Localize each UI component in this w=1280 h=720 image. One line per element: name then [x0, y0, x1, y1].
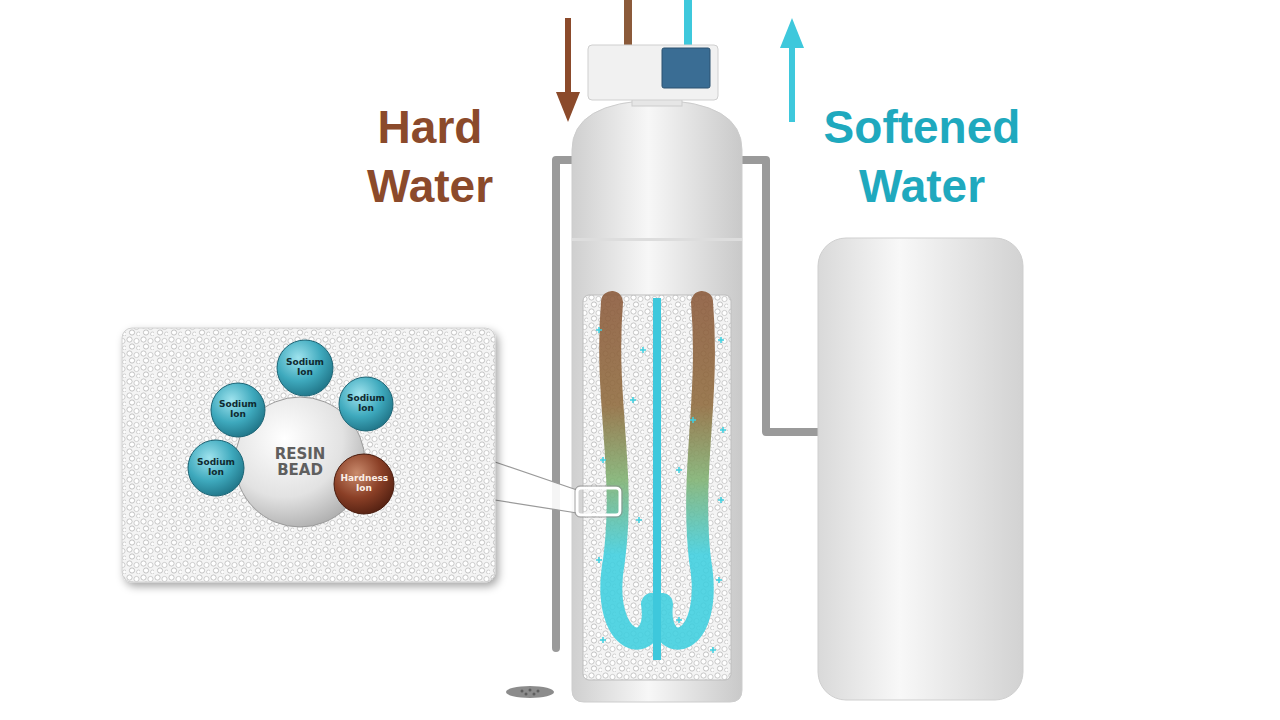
callout-square-outline — [575, 486, 622, 517]
brine-tank — [818, 238, 1023, 700]
sodium-ion-circle — [211, 383, 265, 437]
sodium-ion: Sodium Ion — [338, 376, 394, 432]
hard-water-arrow — [556, 18, 580, 122]
hard-water-pipe — [624, 0, 632, 48]
text-holder: Sodium Ion — [283, 358, 327, 378]
callout-beam — [495, 462, 577, 513]
arrow-head — [556, 92, 580, 122]
callout-square — [577, 488, 620, 515]
hardness-ion-circle — [334, 454, 394, 514]
text-holder: Sodium Ion — [217, 400, 259, 420]
sodium-ion: Sodium Ion — [276, 339, 334, 397]
flow-channel-right — [662, 302, 704, 639]
sodium-ion-circle — [277, 340, 333, 396]
soft-water-arrow — [780, 18, 804, 122]
sodium-ion-circle — [188, 440, 244, 496]
sodium-ion: Sodium Ion — [210, 382, 266, 438]
arrow-head — [780, 18, 804, 48]
arrow-shaft — [789, 44, 795, 122]
sodium-ion-text: Sodium Ion — [345, 394, 387, 414]
input-label: Hard Water — [330, 98, 530, 216]
sodium-ion-text: Sodium Ion — [217, 400, 259, 420]
resin-bead-text: RESIN BEAD — [274, 446, 327, 479]
flow-channel-left — [610, 302, 653, 639]
inset-panel — [122, 328, 495, 582]
resin-tank — [572, 100, 742, 702]
text-holder: Sodium Ion — [345, 394, 387, 414]
brine-pipe — [736, 160, 820, 432]
callout-leader — [495, 462, 577, 513]
valve-display — [662, 48, 710, 88]
text-holder: Sodium Ion — [194, 458, 238, 478]
sodium-ion-circle — [339, 377, 393, 431]
text-holder: Hardness Ion — [341, 474, 388, 494]
tank-seam — [572, 238, 742, 241]
output-label: Softened Water — [792, 98, 1052, 216]
soft-water-pipe — [684, 0, 692, 48]
drain-holes — [521, 689, 540, 696]
sodium-ion-text: Sodium Ion — [283, 358, 327, 378]
drain — [506, 686, 554, 698]
sodium-ion: Sodium Ion — [187, 439, 245, 497]
arrow-shaft — [565, 18, 571, 96]
control-valve — [588, 45, 718, 100]
hardness-ion: Hardness Ion — [333, 453, 395, 515]
sparkles — [596, 327, 726, 653]
riser-tube — [653, 298, 661, 660]
hardness-ion-text: Hardness Ion — [341, 474, 388, 494]
text-holder: RESIN BEAD — [274, 446, 327, 479]
sodium-ion-text: Sodium Ion — [194, 458, 238, 478]
